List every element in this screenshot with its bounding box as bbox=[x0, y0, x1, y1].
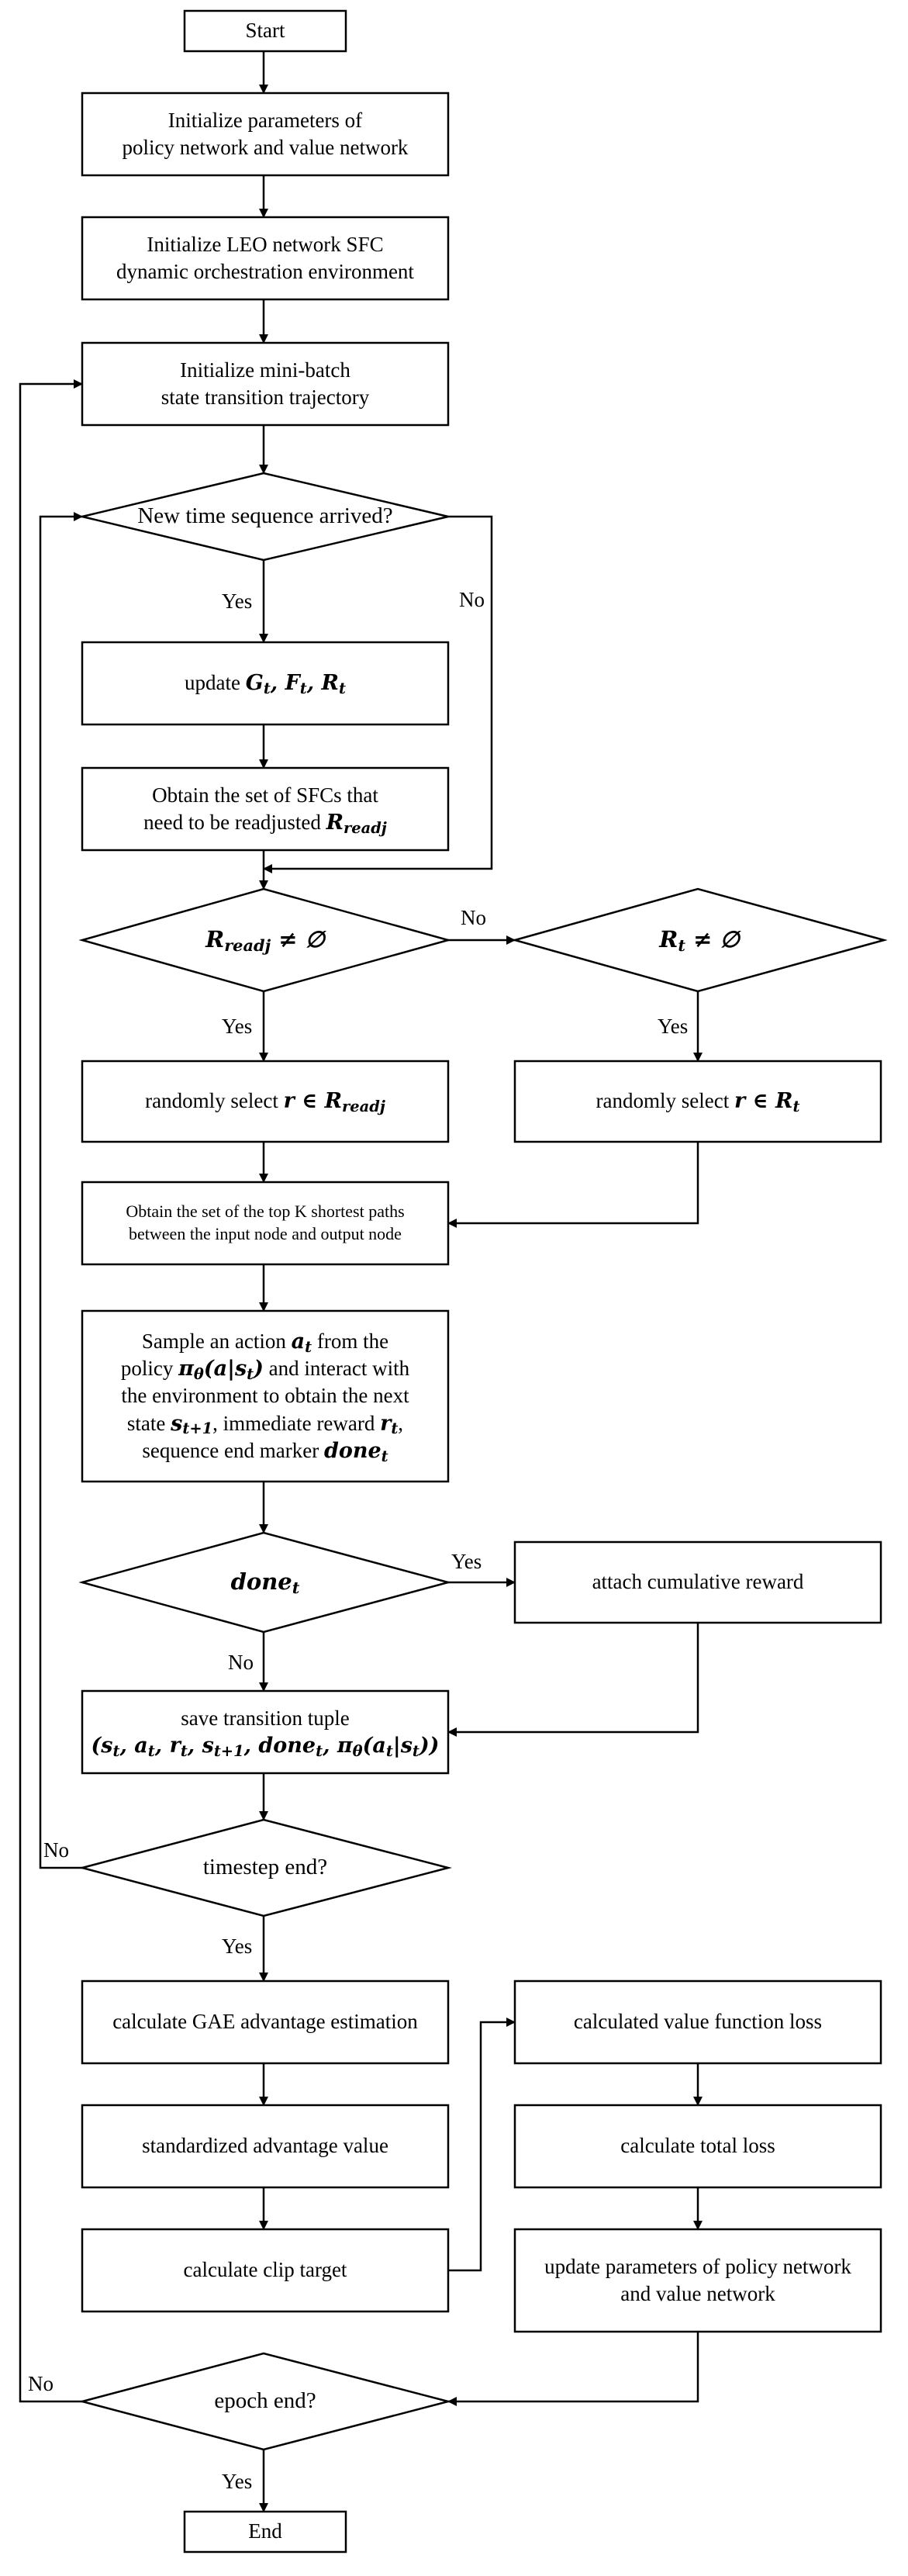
attach-reward-label: attach cumulative reward bbox=[592, 1570, 804, 1594]
update-label: update Gt, Ft, Rt bbox=[185, 671, 346, 698]
arrow-update-epoch bbox=[447, 2332, 699, 2406]
no-label-epoch: No bbox=[28, 2372, 54, 2395]
no-label-timestep: No bbox=[43, 1838, 69, 1862]
yes-label-newseq: Yes bbox=[222, 590, 253, 613]
rt-check-diamond bbox=[511, 887, 888, 993]
yes-label-epoch: Yes bbox=[222, 2470, 253, 2493]
topk-label: Obtain the set of the top K shortest pat… bbox=[126, 1202, 405, 1243]
yes-label-done: Yes bbox=[451, 1550, 482, 1573]
no-label-done: No bbox=[228, 1651, 254, 1674]
yes-label-timestep: Yes bbox=[222, 1935, 253, 1958]
calc-gae-label: calculate GAE advantage estimation bbox=[112, 2010, 418, 2034]
timestep-end-label: timestep end? bbox=[202, 1855, 328, 1880]
rt-check-label: Rt ≠ ∅ bbox=[659, 926, 740, 956]
yes-label-readj: Yes bbox=[222, 1015, 253, 1038]
arrow-newseq-no bbox=[263, 515, 493, 873]
end-label: End bbox=[248, 2519, 282, 2543]
epoch-end-label: epoch end? bbox=[214, 2388, 316, 2414]
start-label: Start bbox=[245, 19, 285, 43]
yes-label-rt: Yes bbox=[658, 1015, 689, 1038]
value-loss-label: calculated value function loss bbox=[573, 2010, 823, 2034]
timestep-end-diamond bbox=[78, 1818, 452, 1917]
save-tuple-label: save transition tuple (st, at, rt, st+1,… bbox=[91, 1706, 440, 1760]
arrow-attach-save bbox=[447, 1623, 699, 1737]
select-readj-label: randomly select r ∈ Rreadj bbox=[145, 1089, 385, 1116]
start-box bbox=[183, 9, 347, 53]
done-check-label: donet bbox=[230, 1568, 300, 1598]
readj-check-label: Rreadj ≠ ∅ bbox=[205, 926, 325, 956]
arrow-clip-valueloss bbox=[448, 2018, 516, 2272]
clip-target-label: calculate clip target bbox=[183, 2258, 347, 2282]
std-adv-label: standardized advantage value bbox=[142, 2134, 388, 2158]
select-rt-label: randomly select r ∈ Rt bbox=[596, 1089, 800, 1116]
arrow-timestep-no-loop bbox=[39, 512, 83, 1869]
arrow-selectrt-topk bbox=[447, 1142, 699, 1228]
new-time-seq-label: New time sequence arrived? bbox=[137, 503, 393, 529]
total-loss-label: calculate total loss bbox=[620, 2134, 775, 2158]
no-label-newseq: No bbox=[459, 588, 485, 611]
arrow-epoch-no-loop bbox=[19, 379, 83, 2403]
sample-action-label: Sample an action at from the policy πθ(a… bbox=[120, 1329, 410, 1465]
no-label-readj: No bbox=[461, 906, 486, 929]
